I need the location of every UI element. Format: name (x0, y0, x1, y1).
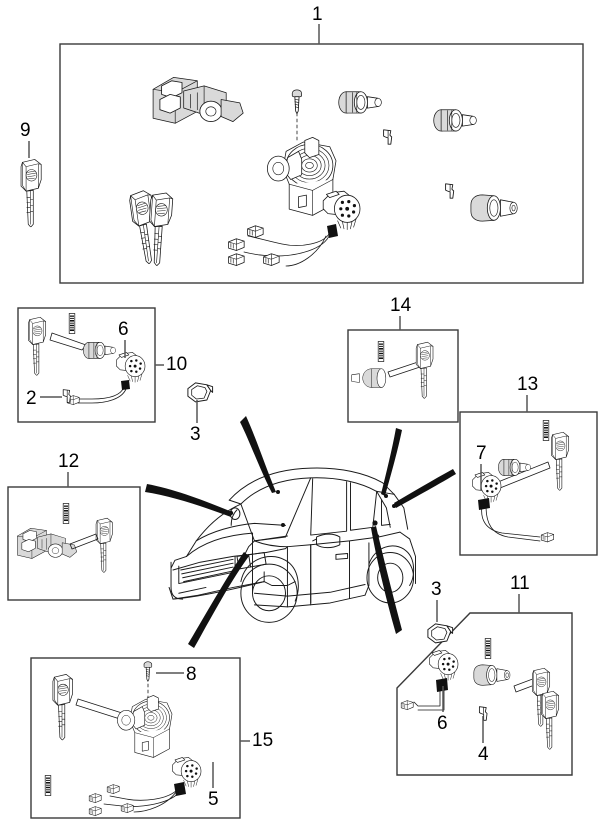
callout-3-lower: 3 (431, 579, 442, 600)
callout-1: 1 (312, 4, 323, 25)
panel-12-group (7, 486, 141, 601)
callout-leaders (28, 24, 528, 788)
vehicle-pointer-dots (228, 490, 396, 527)
part-cylinder-14 (351, 368, 387, 388)
panel-1-group (59, 43, 584, 284)
callout-10: 10 (166, 354, 188, 375)
part-harness-11 (413, 678, 448, 711)
barcode-tag-14 (377, 341, 385, 362)
part-grommet-3b (427, 623, 454, 644)
callout-6-panel10: 6 (118, 319, 129, 340)
barcode-tag-15 (44, 775, 52, 796)
callout-4: 4 (478, 744, 489, 765)
panel-12-border (7, 486, 141, 601)
taper-11 (371, 526, 402, 634)
part-key-blade-10 (49, 332, 87, 351)
part-key-blade-12 (69, 533, 99, 550)
panel-15-group (30, 657, 241, 819)
callout-15: 15 (252, 730, 274, 751)
part-harness-10 (77, 380, 130, 404)
taper-14 (381, 428, 402, 496)
taper-3-top (240, 416, 276, 493)
part-harness-13 (478, 498, 541, 542)
taper-13 (394, 469, 456, 508)
callout-7: 7 (476, 443, 487, 464)
callout-6-panel11: 6 (437, 713, 448, 734)
barcode-tag-11 (484, 638, 492, 659)
callout-3-upper: 3 (190, 424, 201, 445)
part-grommet-3a (187, 382, 214, 403)
callout-5: 5 (208, 789, 219, 810)
panel-14-group (347, 329, 459, 423)
callout-13: 13 (517, 374, 539, 395)
callout-12: 12 (58, 451, 80, 472)
part-key-9 (20, 159, 42, 228)
taper-15 (188, 552, 249, 648)
callout-11: 11 (510, 573, 530, 594)
panel-11-group (396, 612, 573, 776)
barcode-tag-12 (62, 503, 70, 524)
panel-13-group (459, 411, 598, 556)
callout-14: 14 (390, 295, 412, 316)
barcode-tag-10 (68, 313, 76, 334)
pointer-ribbons (145, 416, 456, 648)
panel-10-group (17, 307, 156, 423)
callout-8: 8 (186, 664, 197, 685)
barcode-tag-13 (542, 420, 550, 441)
taper-hood (145, 484, 232, 517)
callout-2: 2 (26, 388, 37, 409)
callout-9: 9 (20, 120, 31, 141)
